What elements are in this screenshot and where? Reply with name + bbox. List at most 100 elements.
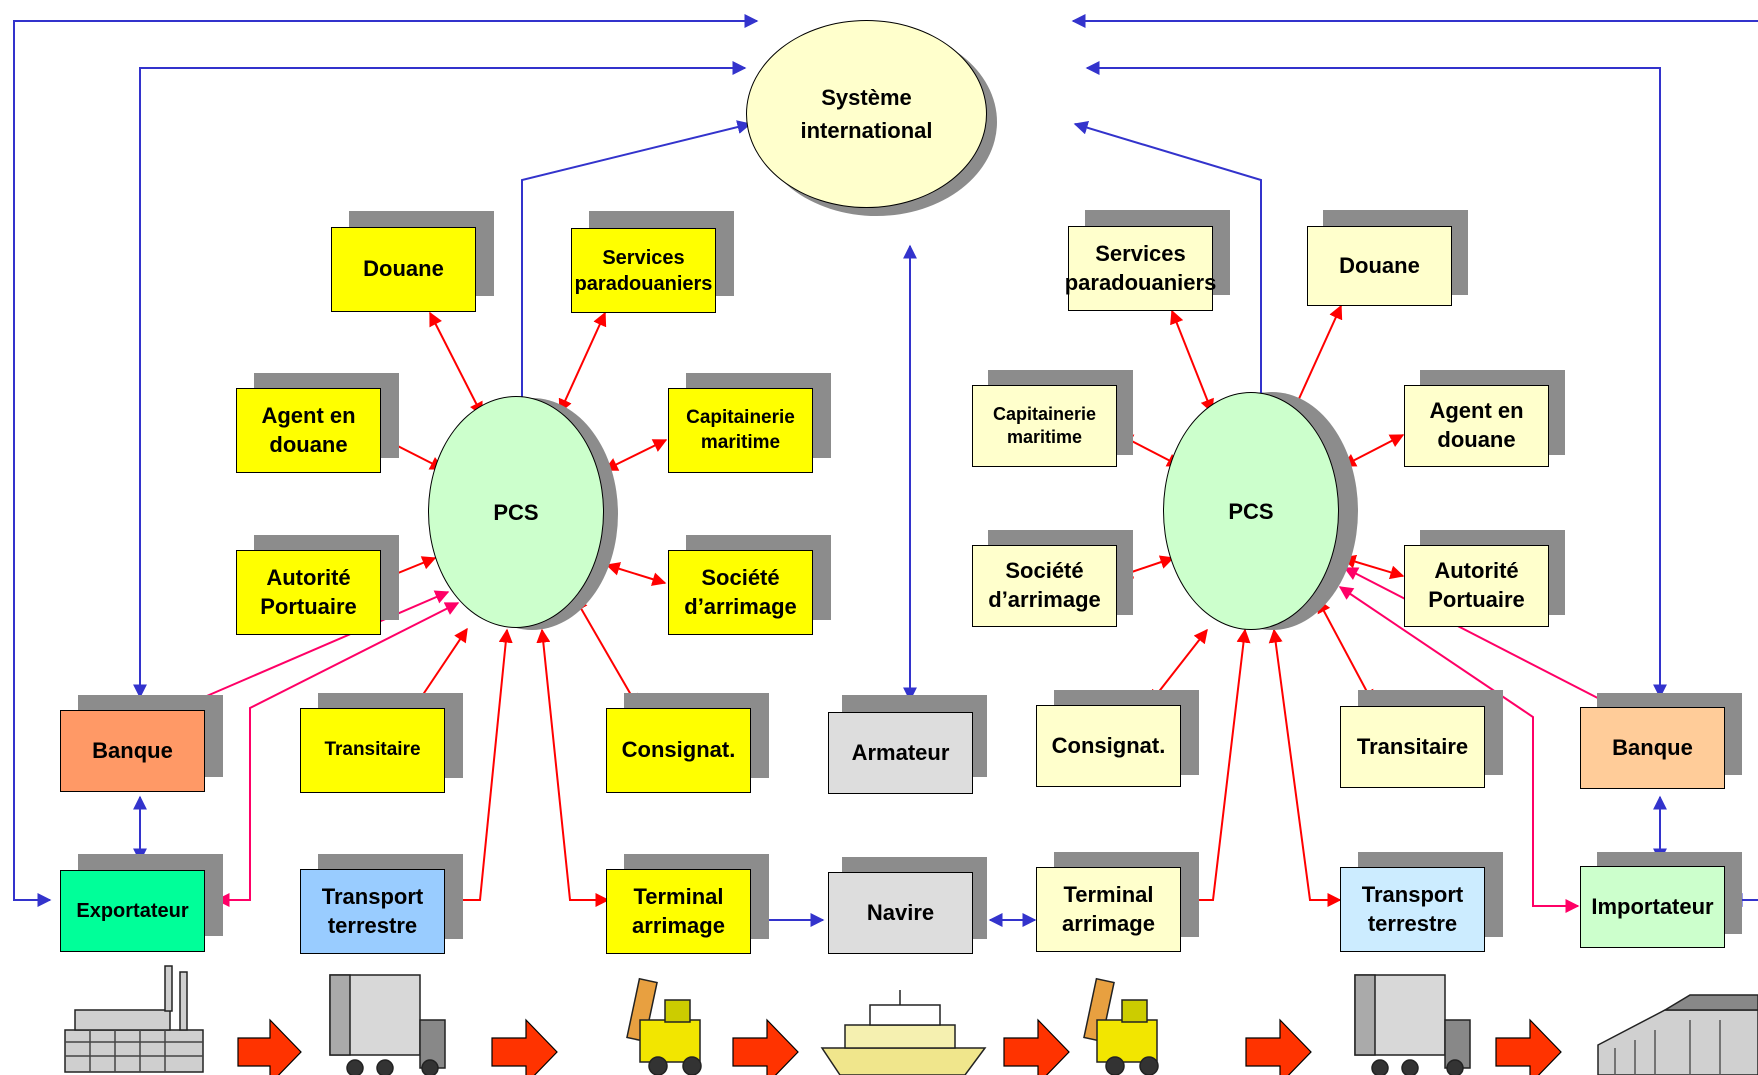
autorite-left-line1: Autorité bbox=[266, 564, 351, 590]
transitaire-right-box: Transitaire bbox=[1340, 706, 1485, 788]
transitaire-left-box: Transitaire bbox=[300, 708, 445, 793]
capitainerie-maritime-left-box: Capitainerie maritime bbox=[668, 388, 813, 473]
consignat-right-box: Consignat. bbox=[1036, 705, 1181, 787]
services-left-line1: Services bbox=[602, 246, 685, 269]
armateur-box: Armateur bbox=[828, 712, 973, 794]
importateur-label: Importateur bbox=[1591, 893, 1714, 919]
process-arrow-2 bbox=[491, 1018, 558, 1075]
societe-left-line1: Société bbox=[701, 564, 780, 590]
capitainerie-right-line2: maritime bbox=[1006, 427, 1083, 447]
process-arrow-1 bbox=[237, 1018, 302, 1075]
pcs-left-node: PCS bbox=[428, 396, 604, 628]
banque-right-box: Banque bbox=[1580, 707, 1725, 789]
process-arrow-6 bbox=[1495, 1018, 1562, 1075]
agent-left-line2: douane bbox=[269, 431, 348, 457]
agent-en-douane-left-box: Agent en douane bbox=[236, 388, 381, 473]
link-importateur-pcs-right bbox=[1338, 586, 1580, 913]
terminal-left-line1: Terminal bbox=[633, 883, 724, 909]
societe-arrimage-left-box: Société d’arrimage bbox=[668, 550, 813, 635]
capitainerie-left-line2: maritime bbox=[700, 431, 781, 453]
warehouse-icon bbox=[1597, 994, 1758, 1075]
link-douane-pcs-left bbox=[429, 311, 483, 417]
link-banque-left-hub bbox=[133, 61, 747, 699]
link-autorite-pcs-right bbox=[1341, 554, 1405, 580]
link-transitaire-pcs-right bbox=[1317, 598, 1374, 705]
pcs-right-node: PCS bbox=[1163, 392, 1339, 630]
link-societe-pcs-left bbox=[605, 562, 667, 586]
link-douane-pcs-right bbox=[1291, 304, 1343, 414]
douane-right-box: Douane bbox=[1307, 226, 1452, 306]
banque-left-label: Banque bbox=[92, 737, 173, 763]
transport-terrestre-left-box: Transport terrestre bbox=[300, 869, 445, 954]
pcs-right-label: PCS bbox=[1228, 498, 1274, 524]
transitaire-left-label: Transitaire bbox=[324, 739, 421, 761]
services-paradouaniers-right-box: Services paradouaniers bbox=[1065, 226, 1216, 311]
truck-icon bbox=[1354, 974, 1471, 1075]
importateur-box: Importateur bbox=[1580, 866, 1725, 948]
societe-right-line2: d’arrimage bbox=[988, 587, 1101, 612]
douane-left-label: Douane bbox=[363, 256, 444, 282]
societe-arrimage-right-box: Société d’arrimage bbox=[972, 545, 1117, 627]
terminal-left-line2: arrimage bbox=[632, 912, 725, 938]
exportateur-box: Exportateur bbox=[60, 870, 205, 952]
terminal-arrimage-left-box: Terminal arrimage bbox=[606, 869, 751, 954]
capitainerie-right-line1: Capitainerie bbox=[992, 403, 1097, 424]
transport-terrestre-right-box: Transport terrestre bbox=[1340, 867, 1485, 952]
link-consignat-pcs-left bbox=[574, 596, 639, 709]
forklift-icon bbox=[626, 977, 702, 1075]
link-banque-right-hub bbox=[1085, 61, 1667, 699]
transitaire-right-label: Transitaire bbox=[1356, 733, 1469, 759]
banque-left-box: Banque bbox=[60, 710, 205, 792]
transport-left-line2: terrestre bbox=[327, 912, 418, 938]
autorite-right-line1: Autorité bbox=[1434, 558, 1519, 584]
forklift-icon bbox=[1083, 977, 1159, 1075]
capitainerie-left-line1: Capitainerie bbox=[686, 406, 795, 428]
autorite-portuaire-right-box: Autorité Portuaire bbox=[1404, 545, 1549, 627]
douane-right-label: Douane bbox=[1339, 252, 1420, 278]
consignat-left-label: Consignat. bbox=[621, 737, 736, 763]
transport-left-line1: Transport bbox=[321, 883, 424, 909]
terminal-arrimage-right-box: Terminal arrimage bbox=[1036, 867, 1181, 952]
consignat-left-box: Consignat. bbox=[606, 708, 751, 793]
navire-label: Navire bbox=[866, 899, 935, 925]
agent-right-line1: Agent en bbox=[1429, 398, 1524, 424]
process-arrow-3 bbox=[732, 1018, 799, 1075]
autorite-right-line2: Portuaire bbox=[1428, 587, 1525, 612]
armateur-label: Armateur bbox=[851, 739, 950, 765]
link-agent-pcs-right bbox=[1341, 434, 1405, 467]
agent-right-line2: douane bbox=[1437, 427, 1516, 452]
transport-right-line1: Transport bbox=[1361, 881, 1464, 907]
capitainerie-maritime-right-box: Capitainerie maritime bbox=[972, 385, 1117, 467]
societe-left-line2: d’arrimage bbox=[684, 593, 797, 619]
autorite-portuaire-left-box: Autorité Portuaire bbox=[236, 550, 381, 635]
process-arrow-5 bbox=[1245, 1018, 1312, 1075]
exportateur-label: Exportateur bbox=[76, 900, 189, 922]
navire-box: Navire bbox=[828, 872, 973, 954]
services-right-line1: Services bbox=[1095, 240, 1186, 266]
link-exportateur-hub bbox=[13, 14, 759, 907]
link-pcs-left-hub bbox=[515, 120, 752, 414]
agent-left-line1: Agent en bbox=[261, 402, 356, 428]
link-services-pcs-left bbox=[558, 311, 607, 414]
link-terminal-pcs-left bbox=[536, 628, 610, 907]
process-arrow-4 bbox=[1003, 1018, 1070, 1075]
factory-icon bbox=[64, 965, 204, 1073]
services-paradouaniers-left-box: Services paradouaniers bbox=[571, 228, 716, 313]
consignat-right-label: Consignat. bbox=[1051, 732, 1166, 758]
ship-icon bbox=[820, 990, 987, 1075]
link-exportateur-pcs-left bbox=[215, 602, 460, 907]
link-capitainerie-pcs-left bbox=[603, 439, 668, 471]
transport-right-line2: terrestre bbox=[1367, 910, 1458, 936]
hub-label-line1: Système bbox=[821, 85, 912, 110]
hub-label-line2: international bbox=[800, 118, 933, 143]
truck-icon bbox=[329, 974, 446, 1075]
link-services-pcs-right bbox=[1170, 309, 1214, 414]
autorite-left-line2: Portuaire bbox=[260, 593, 357, 619]
agent-en-douane-right-box: Agent en douane bbox=[1404, 385, 1549, 467]
link-transport-pcs-right bbox=[1268, 628, 1342, 907]
terminal-right-line2: arrimage bbox=[1062, 910, 1155, 936]
douane-left-box: Douane bbox=[331, 227, 476, 312]
services-right-line2: paradouaniers bbox=[1064, 269, 1217, 295]
